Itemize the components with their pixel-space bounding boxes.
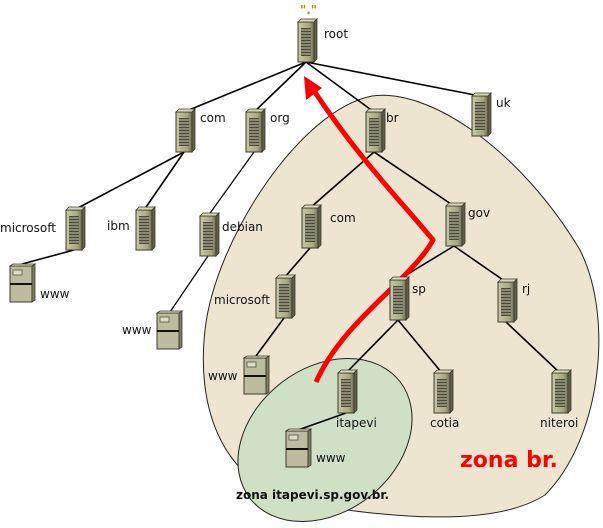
server-br-microsoft[interactable]: microsoft bbox=[214, 274, 296, 319]
node-label: debian bbox=[222, 220, 263, 234]
host-www-itapevi[interactable]: www bbox=[285, 428, 346, 468]
node-label: www bbox=[316, 451, 346, 465]
server-uk[interactable]: uk bbox=[471, 92, 511, 137]
server-icon bbox=[135, 206, 156, 251]
server-gov[interactable]: gov bbox=[445, 202, 490, 247]
root-dot-label: "." bbox=[300, 3, 317, 17]
server-icon bbox=[365, 108, 386, 153]
server-icon bbox=[199, 212, 220, 257]
server-niteroi[interactable]: niteroi bbox=[540, 369, 578, 430]
node-label: org bbox=[270, 111, 290, 125]
zone-itapevi-label: zona itapevi.sp.gov.br. bbox=[236, 488, 389, 502]
server-debian[interactable]: debian bbox=[199, 212, 263, 257]
node-label: rj bbox=[522, 282, 530, 296]
server-icon bbox=[551, 369, 572, 414]
node-label: sp bbox=[412, 282, 426, 296]
host-www-microsoft[interactable]: www bbox=[9, 263, 70, 303]
server-icon bbox=[275, 274, 296, 319]
server-icon bbox=[245, 108, 266, 153]
desktop-icon bbox=[156, 310, 183, 350]
desktop-icon bbox=[243, 355, 270, 395]
resolution-path-arrow bbox=[309, 86, 436, 384]
node-label: com bbox=[200, 111, 226, 125]
node-label: www bbox=[208, 369, 238, 383]
server-br[interactable]: br bbox=[365, 108, 399, 153]
server-org[interactable]: org bbox=[245, 108, 290, 153]
server-icon bbox=[301, 204, 322, 249]
server-icon bbox=[65, 206, 86, 251]
node-label: root bbox=[324, 27, 348, 41]
node-label: ibm bbox=[107, 219, 130, 233]
node-label: com bbox=[330, 211, 356, 225]
node-label: niteroi bbox=[540, 416, 578, 430]
zone-br-label: zona br. bbox=[460, 448, 558, 473]
desktop-icon bbox=[285, 428, 312, 468]
server-icon bbox=[175, 108, 196, 153]
server-root[interactable]: root bbox=[297, 18, 348, 63]
server-icon bbox=[297, 18, 318, 63]
server-icon bbox=[497, 278, 518, 323]
server-icon bbox=[445, 202, 466, 247]
node-label: uk bbox=[496, 96, 511, 110]
node-label: microsoft bbox=[214, 293, 270, 307]
server-sp[interactable]: sp bbox=[389, 276, 426, 321]
desktop-icon bbox=[9, 263, 36, 303]
node-label: microsoft bbox=[0, 221, 56, 235]
server-microsoft[interactable]: microsoft bbox=[0, 206, 86, 251]
node-label: cotia bbox=[430, 416, 459, 430]
node-label: br bbox=[386, 111, 399, 125]
node-label: www bbox=[122, 323, 152, 337]
server-cotia[interactable]: cotia bbox=[430, 369, 459, 430]
server-icon bbox=[433, 369, 454, 414]
node-label: gov bbox=[468, 206, 490, 220]
server-icon bbox=[471, 92, 492, 137]
server-rj[interactable]: rj bbox=[497, 278, 530, 323]
host-www-debian[interactable]: www bbox=[122, 310, 183, 350]
server-itapevi[interactable]: itapevi bbox=[336, 369, 377, 430]
server-icon bbox=[337, 369, 358, 414]
node-label: www bbox=[40, 287, 70, 301]
server-ibm[interactable]: ibm bbox=[107, 206, 156, 251]
host-www-br[interactable]: www bbox=[208, 355, 270, 395]
server-icon bbox=[389, 276, 410, 321]
node-label: itapevi bbox=[336, 416, 377, 430]
tree-links bbox=[21, 61, 561, 431]
server-br-com[interactable]: com bbox=[301, 204, 356, 249]
arrowhead-icon bbox=[304, 76, 322, 100]
server-com[interactable]: com bbox=[175, 108, 226, 153]
